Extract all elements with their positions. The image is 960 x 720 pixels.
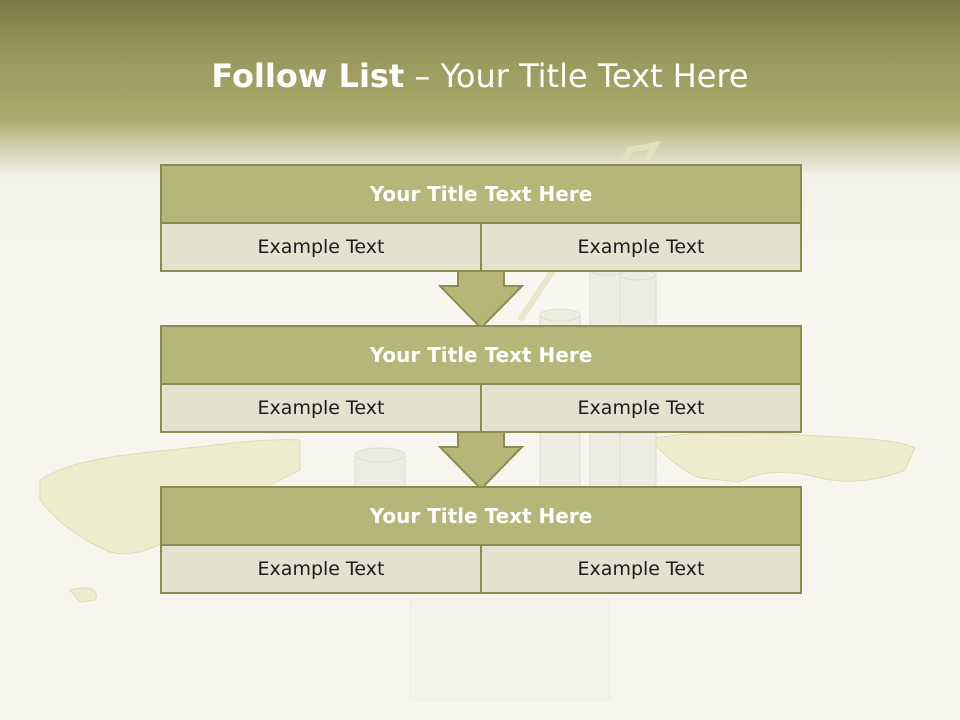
step-title: Your Title Text Here [162, 166, 800, 222]
slide-title-rest: – Your Title Text Here [404, 57, 749, 95]
step-cell-left: Example Text [162, 546, 480, 592]
slide-title: Follow List – Your Title Text Here [0, 56, 960, 96]
step-cell-left: Example Text [162, 385, 480, 431]
step-cell-right: Example Text [482, 224, 800, 270]
slide-title-bold: Follow List [211, 57, 405, 95]
step-cell-right: Example Text [482, 385, 800, 431]
step-title: Your Title Text Here [162, 327, 800, 383]
step-cell-right: Example Text [482, 546, 800, 592]
step-cell-left: Example Text [162, 224, 480, 270]
step-box-2: Your Title Text Here Example Text Exampl… [160, 325, 802, 433]
step-title: Your Title Text Here [162, 488, 800, 544]
step-box-3: Your Title Text Here Example Text Exampl… [160, 486, 802, 594]
step-box-1: Your Title Text Here Example Text Exampl… [160, 164, 802, 272]
down-arrow-icon [438, 270, 524, 330]
down-arrow-icon [438, 431, 524, 491]
